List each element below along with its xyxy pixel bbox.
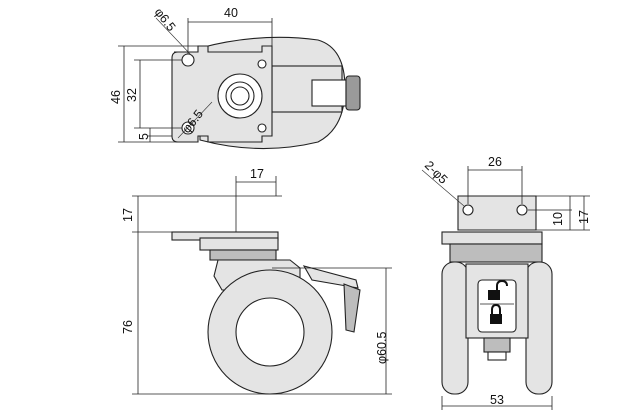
dim-plate-17w: 17 <box>250 167 264 181</box>
dim-spacing-26: 26 <box>488 155 502 169</box>
front-axle <box>483 337 511 353</box>
top-hole-upper-right <box>257 59 267 69</box>
front-swivel-bearing <box>449 243 543 263</box>
side-brake-pedal <box>343 283 361 333</box>
dim-height-76: 76 <box>121 320 135 334</box>
side-swivel-body <box>199 237 279 251</box>
front-hole-left <box>462 204 474 216</box>
front-wheel-right <box>525 261 553 395</box>
dim-wheel-dia: φ60.5 <box>375 332 389 364</box>
top-hole-lower-right <box>257 123 267 133</box>
side-wheel-hub <box>235 297 305 367</box>
top-brake-knob <box>345 75 361 111</box>
side-brake-lever <box>302 265 359 289</box>
front-swivel-body <box>441 231 543 245</box>
front-hole-right <box>516 204 528 216</box>
dim-plate-17h: 17 <box>121 208 135 222</box>
side-view: 17 17 76 φ60.5 <box>121 167 392 395</box>
front-wheel-left <box>441 261 469 395</box>
dim-width-53: 53 <box>490 393 504 407</box>
dim-height-10: 10 <box>551 212 565 226</box>
side-swivel-bearing <box>209 249 277 261</box>
dim-hole-upper: φ6.5 <box>152 5 179 34</box>
front-view: 2-φ5 26 17 10 53 <box>421 155 591 410</box>
unlock-icon <box>488 279 508 300</box>
lock-icon <box>490 303 502 324</box>
top-brake-lever <box>311 79 347 107</box>
dim-offset-5: 5 <box>137 133 151 140</box>
top-view: 40 φ6.5 φ6.5 46 32 5 <box>109 5 361 150</box>
dim-height-17: 17 <box>577 210 591 224</box>
dim-height-46: 46 <box>109 90 123 104</box>
top-swivel-boss-center <box>230 86 250 106</box>
dim-height-32: 32 <box>125 88 139 102</box>
dim-width-40: 40 <box>224 6 238 20</box>
front-axle-cap <box>487 351 507 361</box>
